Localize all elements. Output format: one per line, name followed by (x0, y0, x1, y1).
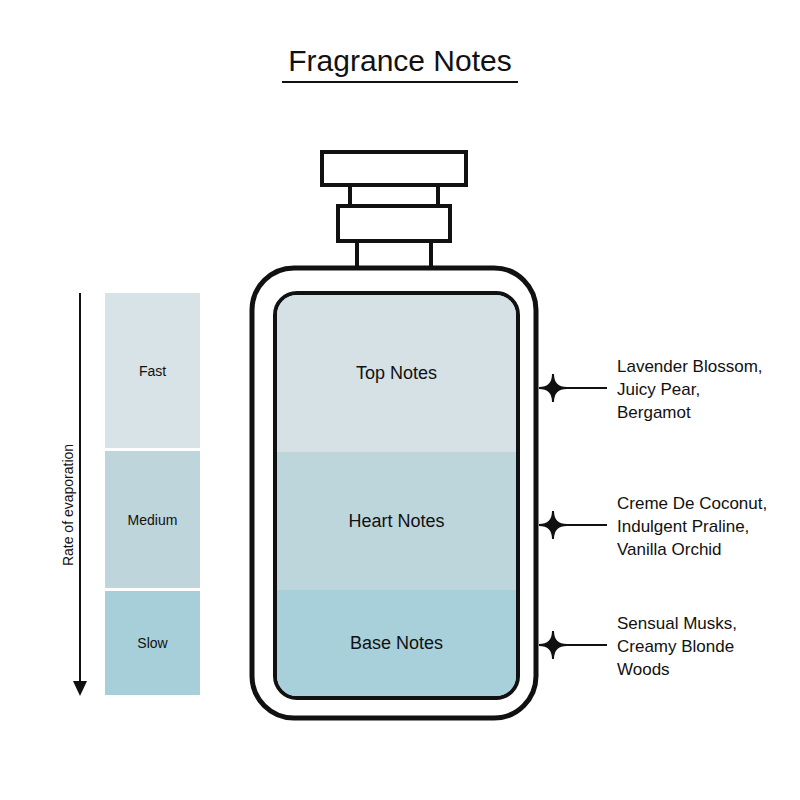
speed-band: Medium (105, 451, 200, 588)
bottle-collar (338, 206, 450, 241)
leader-line (567, 387, 607, 389)
bottle-neck (357, 241, 431, 269)
star-marker (539, 511, 567, 539)
bottle-cap (322, 152, 466, 185)
evaporation-arrow (79, 293, 81, 683)
notes-band: Top Notes (277, 295, 516, 452)
note-list: Sensual Musks, Creamy Blonde Woods (617, 612, 777, 681)
band-label: Top Notes (356, 363, 437, 384)
arrow-head (73, 681, 87, 696)
speed-band: Slow (105, 591, 200, 695)
title-wrap: Fragrance Notes (0, 44, 800, 78)
band-label: Slow (137, 635, 167, 651)
star-marker (539, 631, 567, 659)
leader-line (567, 524, 607, 526)
band-label: Fast (139, 363, 166, 379)
band-label: Base Notes (350, 633, 443, 654)
band-label: Medium (128, 512, 178, 528)
note-list: Lavender Blossom, Juicy Pear, Bergamot (617, 355, 777, 424)
notes-band: Heart Notes (277, 452, 516, 590)
diagram-title: Fragrance Notes (282, 44, 517, 83)
star-marker (539, 374, 567, 402)
axis-label: Rate of evaporation (60, 444, 76, 566)
bottle-liquid-outline (275, 293, 518, 698)
speed-band: Fast (105, 293, 200, 448)
bottle-body (252, 268, 536, 718)
notes-band: Base Notes (277, 590, 516, 696)
note-list: Creme De Coconut, Indulgent Praline, Van… (617, 492, 777, 561)
leader-line (567, 644, 607, 646)
bottle-cap-neck (350, 185, 438, 206)
band-label: Heart Notes (348, 511, 444, 532)
